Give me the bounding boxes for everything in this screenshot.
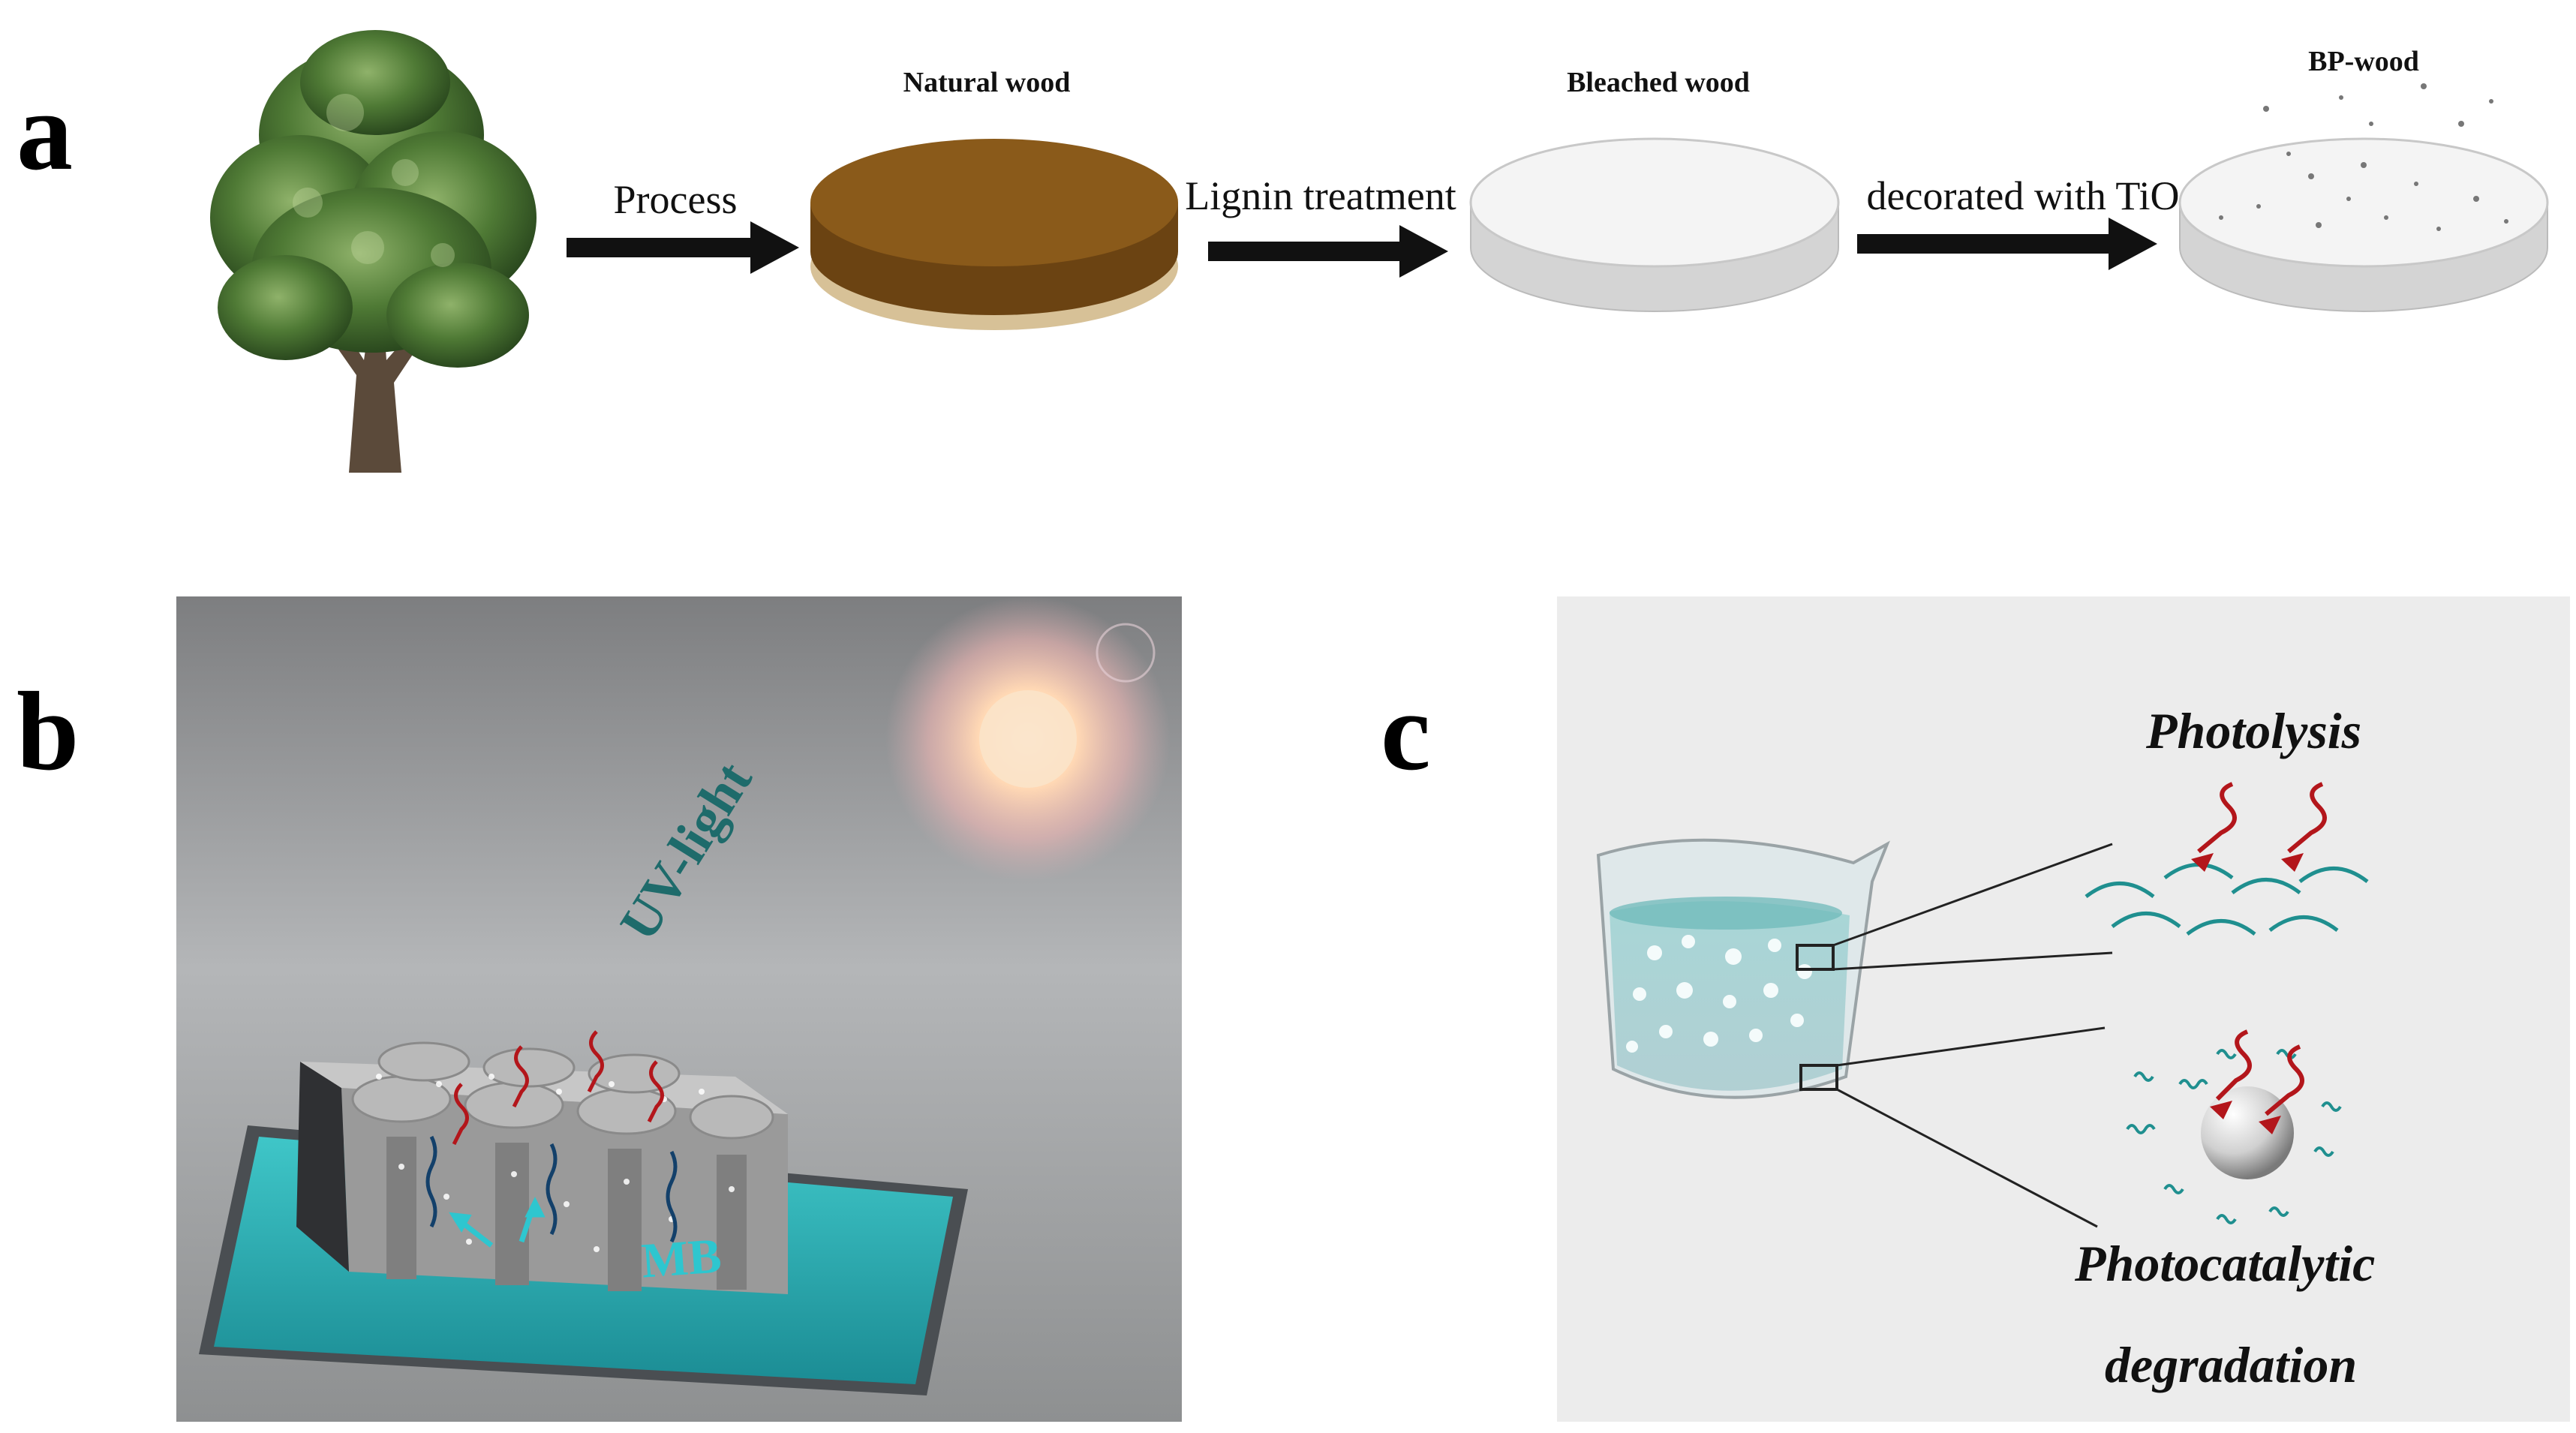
stage-label-bp-wood: BP-wood: [2308, 46, 2419, 77]
tree-illustration: [210, 30, 537, 473]
panel-b-illustration: [176, 596, 1182, 1422]
panel-letter-c: c: [1381, 669, 1431, 794]
panel-letter-b: b: [17, 669, 80, 794]
photocatalytic-label: Photocatalytic: [2075, 1235, 2376, 1292]
lignin-treatment-arrow: [1208, 225, 1448, 278]
mb-label: MB: [639, 1228, 723, 1289]
arrow-label-lignin-treatment: Lignin treatment: [1185, 173, 1456, 218]
decorated-tio2-arrow: [1857, 218, 2157, 270]
arrow-label-process: Process: [613, 177, 738, 222]
photolysis-label: Photolysis: [2146, 702, 2362, 759]
bp-wood-disc: [2178, 83, 2549, 312]
stage-label-bleached-wood: Bleached wood: [1567, 67, 1750, 98]
natural-wood-disc: [810, 139, 1178, 330]
arrow-label-decorated-tio2: decorated with TiO2: [1867, 173, 2193, 222]
bleached-wood-disc: [1469, 137, 1840, 312]
arrow-label-decorated-text: decorated with TiO: [1866, 173, 2180, 218]
panel-letter-a: a: [17, 69, 73, 194]
stage-label-natural-wood: Natural wood: [903, 67, 1071, 98]
process-arrow: [567, 221, 799, 274]
panel-c-illustration: [1557, 596, 2570, 1422]
degradation-label: degradation: [2105, 1336, 2358, 1393]
